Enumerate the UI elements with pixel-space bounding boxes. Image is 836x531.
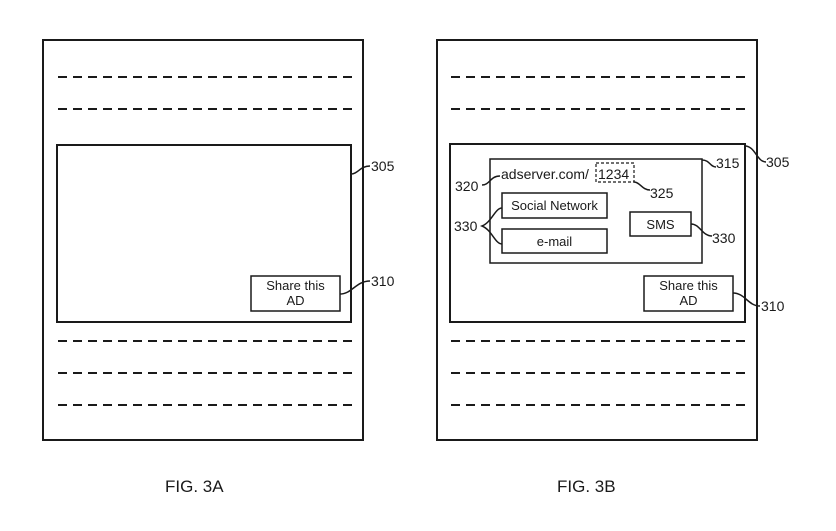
leader-line-330-sms [690, 223, 713, 237]
ref-label-330-left: 330 [454, 218, 478, 234]
ref-label-320: 320 [455, 178, 479, 194]
share-ad-label-line2-3a: AD [286, 293, 304, 308]
text-placeholder-lines-top-3a [58, 76, 352, 110]
share-popup-box [489, 158, 703, 264]
ref-label-305-3a: 305 [371, 158, 395, 174]
text-placeholder-lines-bottom-3b [451, 340, 745, 406]
url-prefix-text: adserver.com/ [501, 166, 589, 182]
ad-box-3a [56, 144, 352, 323]
ref-label-315: 315 [716, 155, 740, 171]
ref-label-310-3a: 310 [371, 273, 395, 289]
ref-label-330-sms: 330 [712, 230, 736, 246]
text-placeholder-lines-top-3b [451, 76, 745, 110]
social-network-button[interactable] [501, 192, 608, 219]
leader-line-320 [481, 175, 501, 186]
share-ad-label-line1-3b: Share this [659, 278, 718, 293]
text-placeholder-lines-bottom-3a [58, 340, 352, 406]
share-ad-label-line2-3b: AD [679, 293, 697, 308]
figure-caption-3a: FIG. 3A [165, 477, 224, 496]
page-panel-3b [436, 39, 758, 441]
ref-label-310-3b: 310 [761, 298, 785, 314]
figure-3a [42, 39, 371, 441]
sms-label: SMS [646, 217, 675, 232]
leader-line-325 [633, 181, 651, 191]
ref-label-305-3b: 305 [766, 154, 790, 170]
leader-line-310-3b [732, 292, 761, 307]
url-id-dashed-box [595, 162, 635, 183]
url-id-text: 1234 [598, 166, 629, 182]
leader-line-305-3b [744, 145, 767, 163]
leader-line-315 [701, 159, 717, 168]
figure-3b [436, 39, 767, 441]
share-ad-label-line1-3a: Share this [266, 278, 325, 293]
email-button[interactable] [501, 228, 608, 254]
page-panel-3a [42, 39, 364, 441]
leader-line-310-3a [339, 280, 371, 295]
leader-line-305-3a [350, 165, 371, 175]
ref-label-325: 325 [650, 185, 674, 201]
leader-line-330-left [479, 207, 503, 245]
figure-caption-3b: FIG. 3B [557, 477, 616, 496]
email-label: e-mail [537, 234, 573, 249]
social-network-label: Social Network [511, 198, 598, 213]
ad-box-3b [449, 143, 746, 323]
